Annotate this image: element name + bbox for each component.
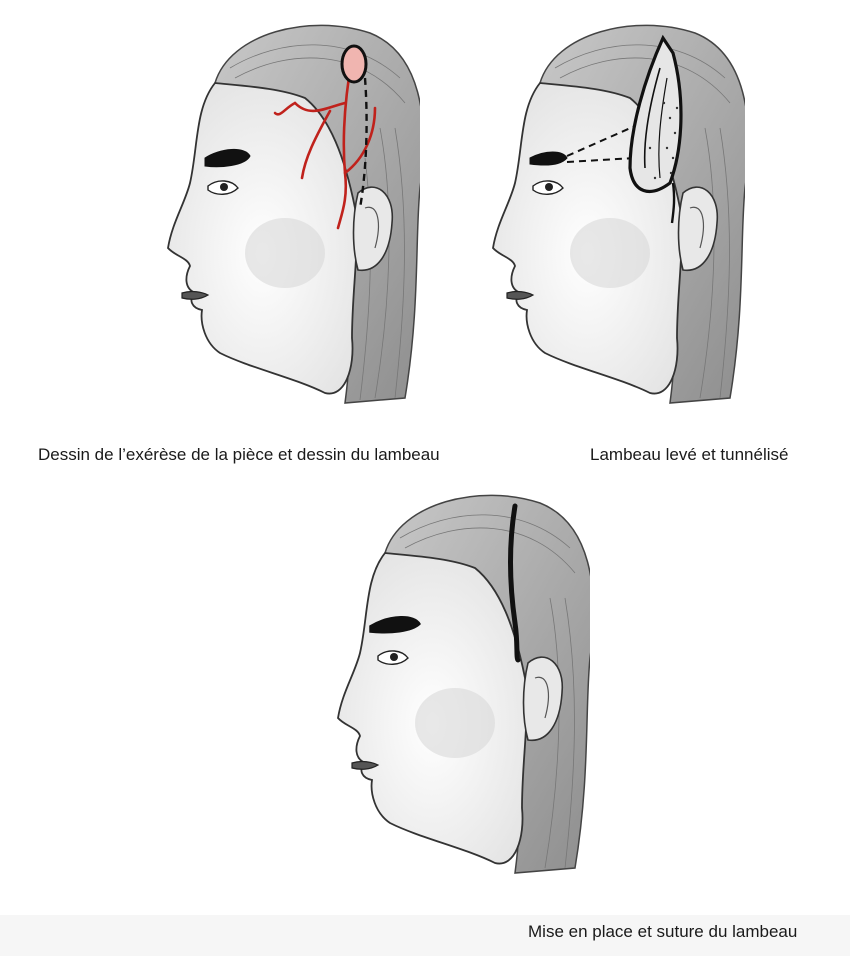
- caption-excision-design: Dessin de l’exérèse de la pièce et dessi…: [38, 445, 440, 465]
- head-illustration-flap-tunneled: [445, 8, 745, 428]
- caption-flap-sutured: Mise en place et suture du lambeau: [528, 922, 797, 942]
- head-profile-drawing: [445, 8, 745, 428]
- excision-island: [342, 46, 366, 82]
- head-profile-drawing: [120, 8, 420, 428]
- head-profile-drawing: [290, 478, 590, 898]
- head-illustration-excision-design: [120, 8, 420, 428]
- head-illustration-flap-sutured: [290, 478, 590, 898]
- caption-flap-tunneled: Lambeau levé et tunnélisé: [590, 445, 788, 465]
